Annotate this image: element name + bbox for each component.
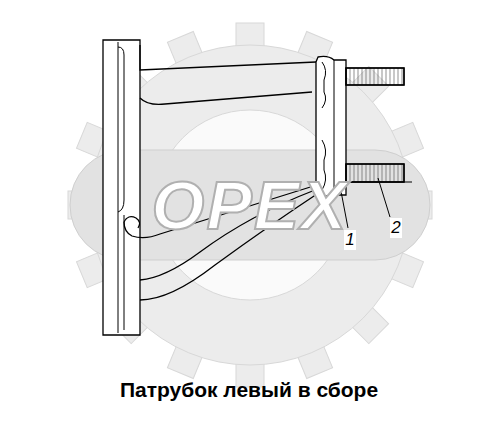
callout-number: 2	[390, 218, 401, 238]
callout-number: 1	[344, 230, 355, 250]
pipe-drawing	[103, 40, 412, 335]
watermark: ОРЕХ	[152, 166, 349, 244]
caption: Патрубок левый в сборе	[120, 378, 378, 402]
watermark-gear	[68, 23, 432, 387]
